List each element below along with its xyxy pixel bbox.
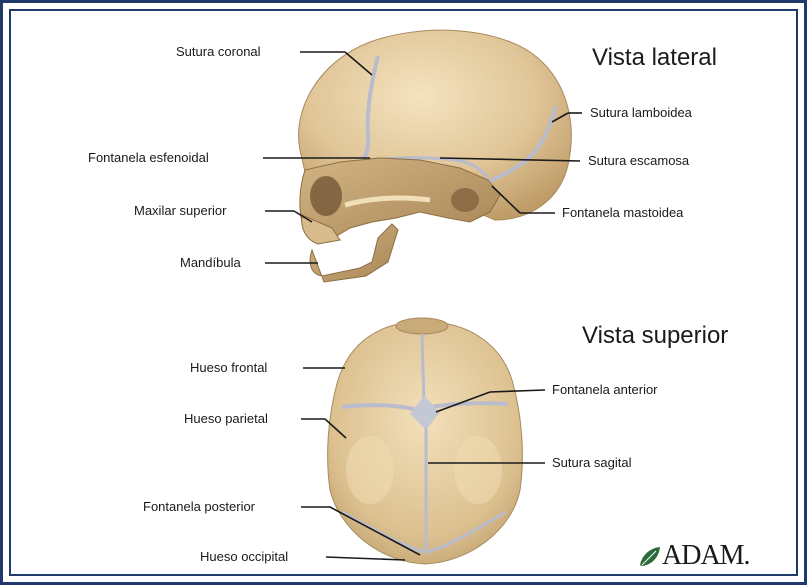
label-fontanela-posterior: Fontanela posterior [143,499,255,514]
label-sutura-sagital: Sutura sagital [552,455,632,470]
label-hueso-frontal: Hueso frontal [190,360,267,375]
label-mandibula: Mandíbula [180,255,241,270]
adam-leaf-icon [638,545,664,569]
label-fontanela-esfenoidal: Fontanela esfenoidal [88,150,209,165]
label-sutura-escamosa: Sutura escamosa [588,153,689,168]
adam-logo: ADAM. [662,540,750,572]
label-maxilar-superior: Maxilar superior [134,203,226,218]
superior-view-title: Vista superior [582,322,728,350]
label-hueso-occipital: Hueso occipital [200,549,288,564]
lateral-skull [299,30,572,282]
lateral-view-title: Vista lateral [592,44,717,72]
superior-skull [328,318,523,564]
label-sutura-coronal: Sutura coronal [176,44,261,59]
label-fontanela-anterior: Fontanela anterior [552,382,658,397]
label-sutura-lamboidea: Sutura lamboidea [590,105,692,120]
label-hueso-parietal: Hueso parietal [184,411,268,426]
label-fontanela-mastoidea: Fontanela mastoidea [562,205,683,220]
